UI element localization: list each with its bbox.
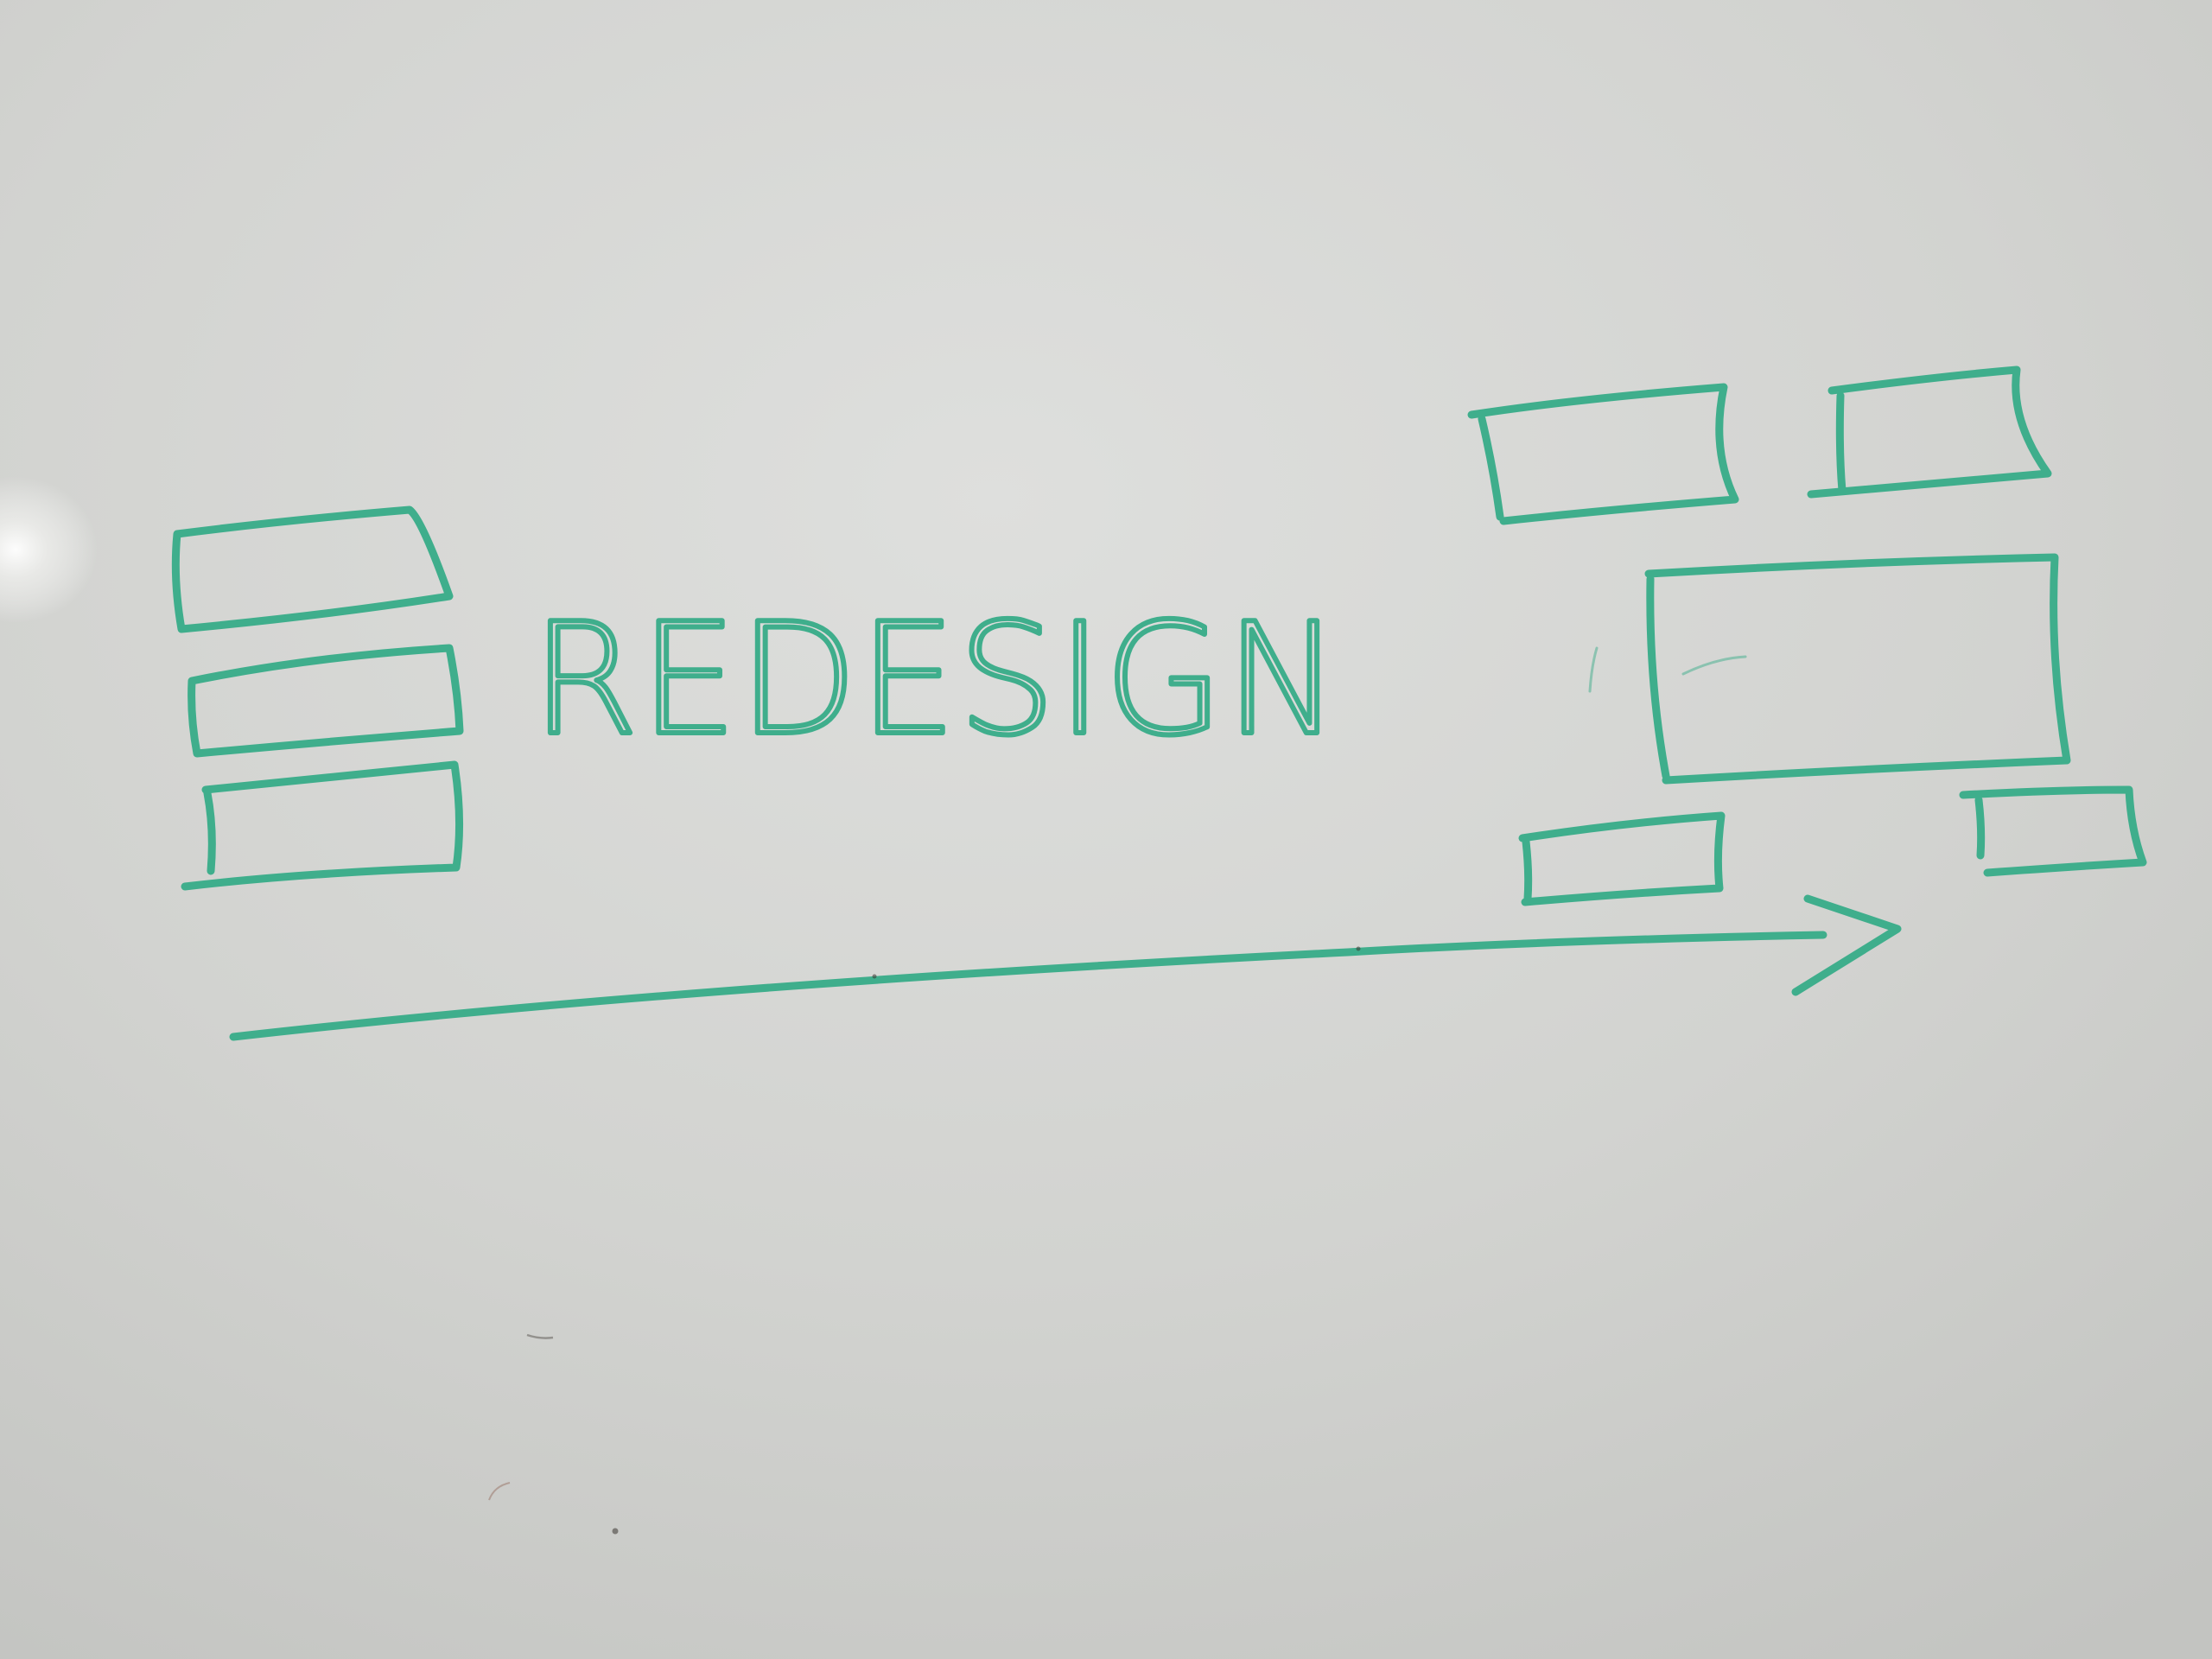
new-layout [1467, 365, 2147, 906]
arrow-head-icon [1791, 894, 1902, 996]
old-block-3 [181, 760, 464, 891]
old-block-1 [171, 505, 454, 633]
transition-arrow [229, 894, 1902, 1041]
redesign-label: REDESIGN [531, 590, 1342, 769]
speck-4 [526, 1333, 554, 1339]
ghost-stroke-1 [1681, 655, 1747, 676]
old-layout [171, 505, 464, 891]
new-block-top-right [1807, 365, 2052, 499]
speck-2 [872, 974, 877, 979]
ghost-stroke-2 [1588, 646, 1599, 693]
speck-5 [488, 1482, 511, 1501]
faint-marks [488, 646, 1747, 1535]
speck-1 [612, 1528, 619, 1535]
speck-3 [1356, 946, 1361, 951]
light-glare [0, 476, 98, 623]
arrow-shaft [229, 931, 1827, 1041]
old-block-2 [188, 644, 464, 758]
new-block-top-left [1467, 383, 1739, 525]
new-block-main [1644, 553, 2071, 785]
new-block-bottom-left [1518, 811, 1726, 906]
new-block-bottom-right [1959, 785, 2147, 877]
